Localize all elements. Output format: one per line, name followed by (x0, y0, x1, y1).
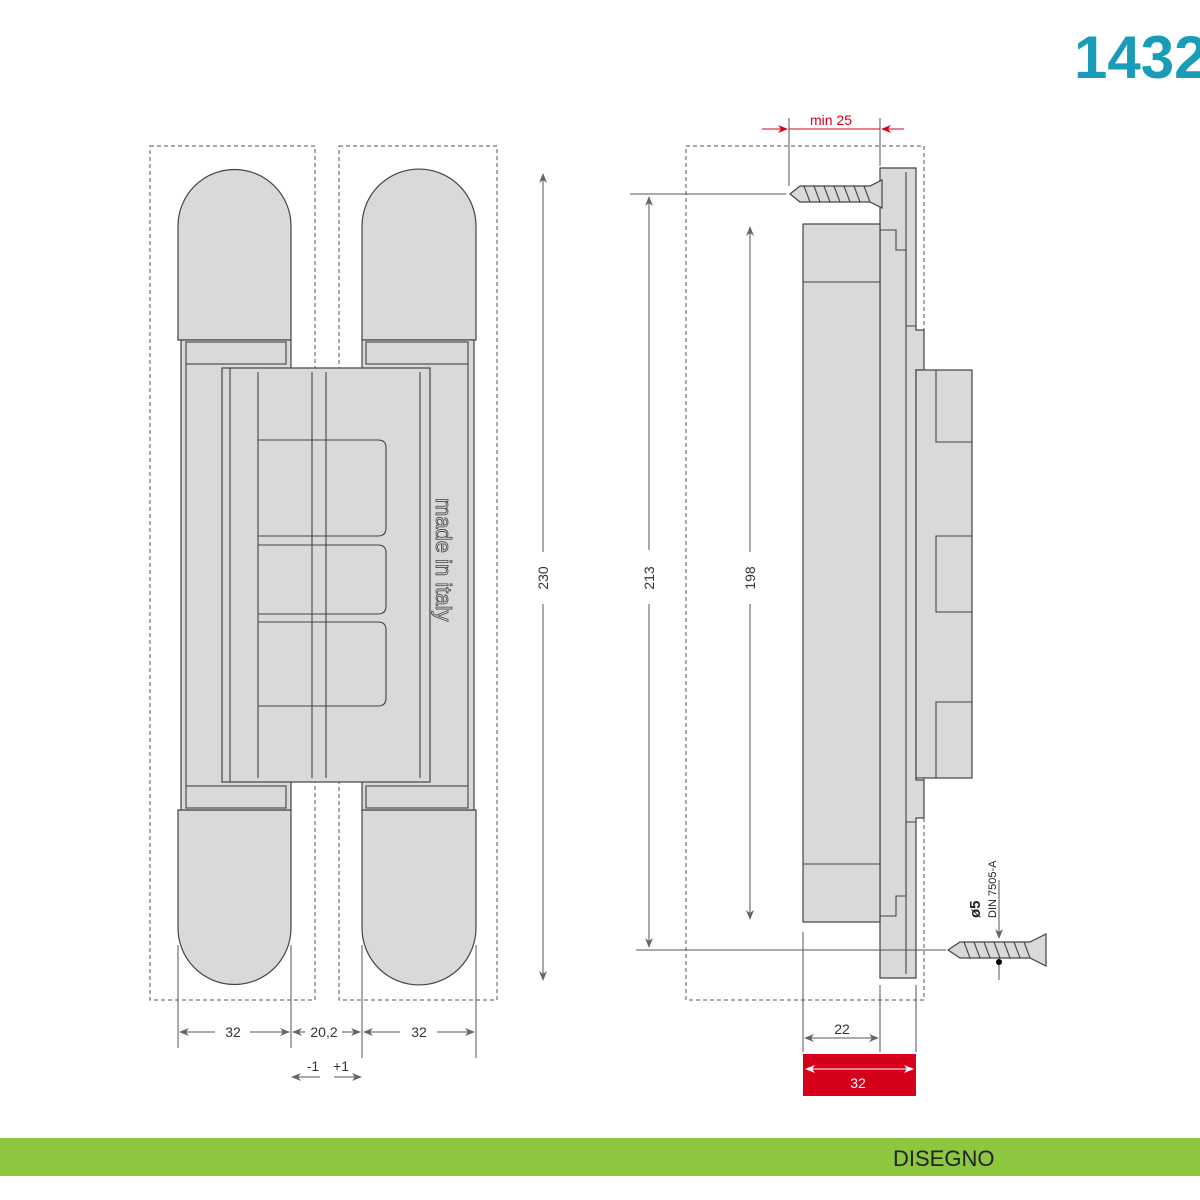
left-leaf-bottom (177, 809, 292, 986)
hinge-side-view: ø5 DIN 7505-A min 25 213 198 22 32 (630, 112, 1047, 1096)
knuckle-2 (258, 544, 387, 615)
dim-adjust-minus: -1 (307, 1058, 320, 1074)
hinge-body-side (802, 223, 881, 923)
product-code-logo: 1432 (1074, 24, 1200, 91)
left-leaf-top (177, 168, 292, 341)
footer-bar (0, 1138, 1200, 1176)
dim-height-screws: 213 (641, 566, 657, 590)
hinge-front-view: made in italy 32 20,2 32 -1 +1 230 (149, 145, 551, 1081)
depth-total-highlight (803, 1054, 916, 1096)
footer-label: DISEGNO (893, 1146, 995, 1171)
knuckle-1 (258, 439, 387, 537)
hinge-plate-side (915, 369, 973, 779)
dim-height-total: 230 (535, 566, 551, 590)
dim-height-body: 198 (742, 566, 758, 590)
screw-bottom (946, 880, 1047, 980)
knuckle-3 (258, 621, 387, 707)
dim-leaf-right: 32 (411, 1024, 427, 1040)
dim-depth-body: 22 (834, 1021, 850, 1037)
dim-leaf-left: 32 (225, 1024, 241, 1040)
dim-min-depth: min 25 (810, 112, 852, 128)
screw-diameter-label: ø5 (967, 900, 984, 918)
screw-top (789, 179, 883, 209)
dim-adjust-plus: +1 (333, 1058, 349, 1074)
dim-gap: 20,2 (310, 1024, 337, 1040)
dim-depth-total: 32 (850, 1075, 866, 1091)
screw-standard-label: DIN 7505-A (987, 860, 999, 918)
hinge-flange (879, 167, 925, 979)
made-in-italy-engraving: made in italy (431, 498, 456, 622)
right-leaf-bottom (361, 809, 477, 986)
right-leaf-top (361, 168, 477, 341)
